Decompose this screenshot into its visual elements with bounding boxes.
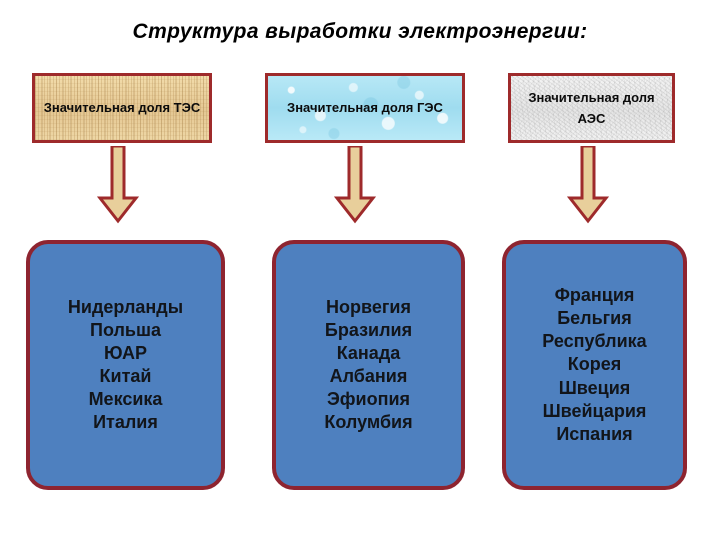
list-item: Норвегия xyxy=(326,296,411,317)
list-item: Швейцария xyxy=(542,400,647,421)
list-item: Албания xyxy=(329,366,408,386)
source-box-ges[interactable]: Значительная доля ГЭС xyxy=(265,73,465,143)
list-item: ЮАР xyxy=(103,342,148,363)
list-item: Франция xyxy=(554,285,635,306)
list-item: Польша xyxy=(90,319,161,340)
list-item: Канада xyxy=(336,342,401,363)
source-box-aes-label: Значительная доля АЭС xyxy=(528,89,655,126)
list-item: Испания xyxy=(556,423,633,444)
source-box-ges-label: Значительная доля ГЭС xyxy=(287,100,443,116)
list-item: Бельгия xyxy=(557,308,632,329)
source-box-tes-label: Значительная доля ТЭС xyxy=(43,100,201,116)
list-item: Эфиопия xyxy=(326,389,411,410)
source-box-tes[interactable]: Значительная доля ТЭС xyxy=(32,73,212,143)
country-box-aes[interactable]: Франция Бельгия Республика Корея Швеция … xyxy=(502,240,687,490)
down-arrow-icon-aes xyxy=(567,146,609,224)
list-item: Швеция xyxy=(558,377,631,398)
list-item: Колумбия xyxy=(324,412,413,433)
list-item: Италия xyxy=(93,412,158,433)
list-item: Нидерланды xyxy=(67,296,184,317)
country-box-tes[interactable]: Нидерланды Польша ЮАР Китай Мексика Итал… xyxy=(26,240,225,490)
list-item: Мексика xyxy=(88,389,163,410)
list-item: Корея xyxy=(567,354,622,375)
page-title: Структура выработки электроэнергии: xyxy=(132,20,588,43)
source-box-aes[interactable]: Значительная доля АЭС xyxy=(508,73,675,143)
list-item: Бразилия xyxy=(324,319,413,340)
list-item: Китай xyxy=(99,366,152,386)
list-item: Республика xyxy=(542,331,647,352)
down-arrow-icon-ges xyxy=(334,146,376,224)
down-arrow-icon-tes xyxy=(97,146,139,224)
country-box-ges[interactable]: Норвегия Бразилия Канада Албания Эфиопия… xyxy=(272,240,465,490)
